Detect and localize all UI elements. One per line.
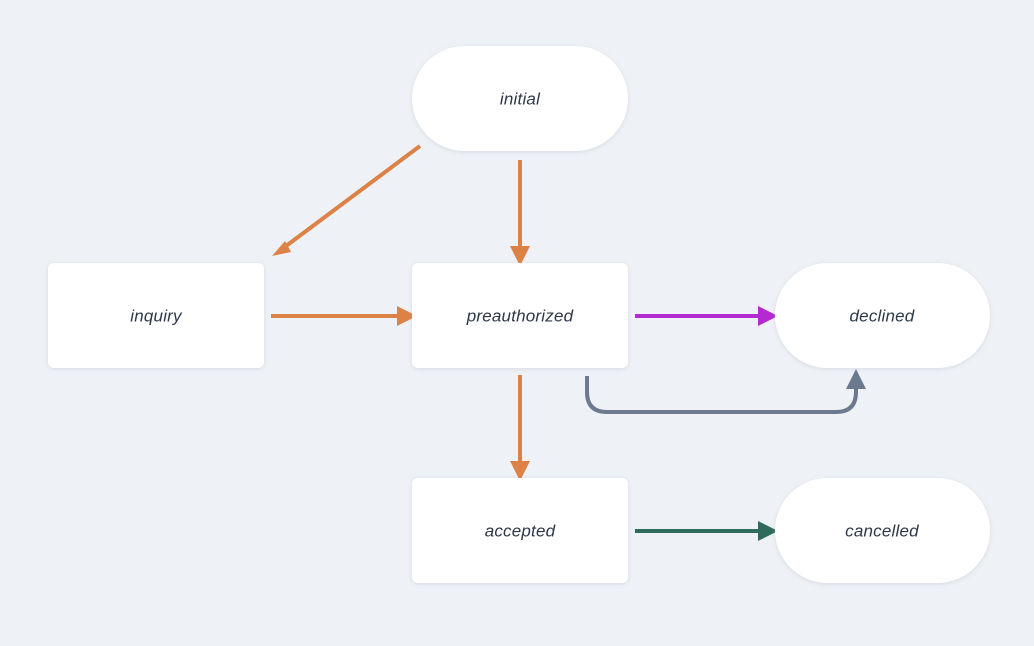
node-preauthorized-shape xyxy=(412,263,628,368)
edge-accepted-to-cancelled[interactable] xyxy=(635,521,778,541)
node-declined-label: declined xyxy=(850,306,915,325)
edge-initial-to-inquiry-line xyxy=(276,144,422,254)
node-accepted[interactable]: accepted xyxy=(412,478,628,583)
node-cancelled[interactable]: cancelled xyxy=(775,478,990,583)
node-cancelled-shape xyxy=(775,478,990,583)
node-cancelled-label: cancelled xyxy=(845,521,919,540)
edge-inquiry-to-preauthorized-arrowhead xyxy=(397,306,417,326)
node-declined-shape xyxy=(775,263,990,368)
edge-initial-to-inquiry[interactable] xyxy=(272,144,422,256)
edge-initial-to-inquiry-arrowhead xyxy=(272,241,291,256)
edge-preauthorized-to-accepted-arrowhead xyxy=(510,461,530,481)
edge-preauthorized-to-declined-curved-line xyxy=(585,376,858,414)
edge-preauthorized-to-declined[interactable] xyxy=(635,306,778,326)
edge-accepted-to-cancelled-arrowhead xyxy=(758,521,778,541)
edge-initial-to-preauthorized-arrowhead xyxy=(510,246,530,266)
node-declined[interactable]: declined xyxy=(775,263,990,368)
node-preauthorized-label: preauthorized xyxy=(466,306,574,325)
nodes-layer: initial inquiry preauthorized declined a… xyxy=(48,46,990,583)
node-inquiry-label: inquiry xyxy=(130,306,183,325)
node-accepted-shape xyxy=(412,478,628,583)
node-preauthorized[interactable]: preauthorized xyxy=(412,263,628,368)
edge-preauthorized-to-declined-curved[interactable] xyxy=(585,369,866,414)
node-inquiry-shape xyxy=(48,263,264,368)
edge-preauthorized-to-declined-arrowhead xyxy=(758,306,778,326)
edge-initial-to-preauthorized[interactable] xyxy=(510,160,530,266)
edges-layer xyxy=(271,144,866,541)
node-accepted-label: accepted xyxy=(485,521,556,540)
node-initial-shape xyxy=(412,46,628,151)
node-initial[interactable]: initial xyxy=(412,46,628,151)
node-inquiry[interactable]: inquiry xyxy=(48,263,264,368)
edge-preauthorized-to-accepted[interactable] xyxy=(510,375,530,481)
node-initial-label: initial xyxy=(500,89,541,108)
edge-preauthorized-to-declined-curved-arrowhead xyxy=(846,369,866,389)
edge-inquiry-to-preauthorized[interactable] xyxy=(271,306,417,326)
